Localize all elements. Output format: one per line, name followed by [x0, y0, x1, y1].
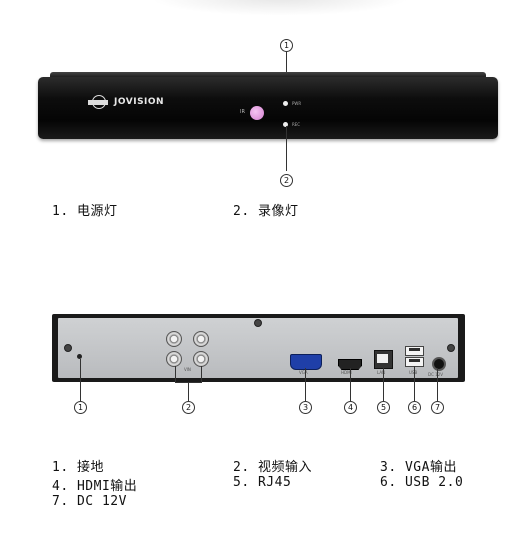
dc-power-jack: [432, 357, 446, 371]
ground-terminal: [77, 354, 82, 359]
record-led: [283, 122, 288, 127]
vga-label: VGA: [299, 370, 308, 375]
callout-rear-5: 5: [377, 401, 390, 414]
power-led: [283, 101, 288, 106]
usb-port-1-tongue: [409, 348, 420, 351]
brand-name: JOVISION: [114, 97, 165, 107]
callout-front-1: 1: [280, 39, 293, 52]
vga-port: [290, 354, 322, 370]
callout-line-rear-6: [414, 366, 415, 401]
bnc-connector-2: [193, 331, 209, 347]
callout-line-rear-1: [80, 359, 81, 401]
callout-line-front-2: [286, 126, 287, 171]
usb-port-2-tongue: [409, 359, 420, 362]
power-led-label: PWR: [292, 101, 302, 106]
callout-line-rear-7: [437, 368, 438, 401]
rear-caption-6: 6. USB 2.0: [380, 475, 464, 490]
callout-rear-4: 4: [344, 401, 357, 414]
front-panel-image: [38, 77, 498, 139]
callout-rear-7: 7: [431, 401, 444, 414]
hdmi-label: HDMI: [341, 370, 352, 375]
dc-label: DC 12V: [428, 372, 443, 377]
bnc-connector-3: [166, 351, 182, 367]
usb-port-1: [405, 346, 424, 356]
front-panel-top: [50, 72, 486, 78]
bracket-line-right: [201, 366, 202, 382]
rear-caption-4: 4. HDMI输出: [52, 479, 138, 494]
rear-caption-7: 7. DC 12V: [52, 494, 127, 509]
rj45-socket: [377, 354, 388, 363]
callout-rear-2: 2: [182, 401, 195, 414]
bnc-connector-4: [193, 351, 209, 367]
screw-right: [447, 344, 455, 352]
front-caption-1: 1. 电源灯: [52, 204, 118, 219]
usb-label: USB: [409, 370, 417, 375]
vin-label: VIN: [184, 367, 191, 372]
screw-left: [64, 344, 72, 352]
record-led-label: REC: [292, 122, 301, 127]
lan-label: LAN: [377, 370, 386, 375]
callout-rear-6: 6: [408, 401, 421, 414]
callout-rear-3: 3: [299, 401, 312, 414]
callout-line-rear-4: [350, 368, 351, 401]
top-shadow: [150, 0, 410, 16]
rear-caption-2: 2. 视频输入: [233, 460, 312, 475]
rear-caption-5: 5. RJ45: [233, 475, 292, 490]
ir-label: IR: [240, 109, 245, 115]
brand-logo-bar: [88, 100, 108, 105]
callout-rear-1: 1: [74, 401, 87, 414]
callout-line-rear-2: [188, 382, 189, 401]
callout-line-rear-5: [383, 368, 384, 401]
front-caption-2: 2. 录像灯: [233, 204, 299, 219]
rear-panel-image: [58, 318, 458, 378]
ir-receiver: [250, 106, 264, 120]
callout-front-2: 2: [280, 174, 293, 187]
bracket-line-left: [175, 366, 176, 382]
rear-caption-3: 3. VGA输出: [380, 460, 457, 475]
callout-line-rear-3: [305, 368, 306, 401]
rear-caption-1: 1. 接地: [52, 460, 104, 475]
screw-top: [254, 319, 262, 327]
bnc-connector-1: [166, 331, 182, 347]
